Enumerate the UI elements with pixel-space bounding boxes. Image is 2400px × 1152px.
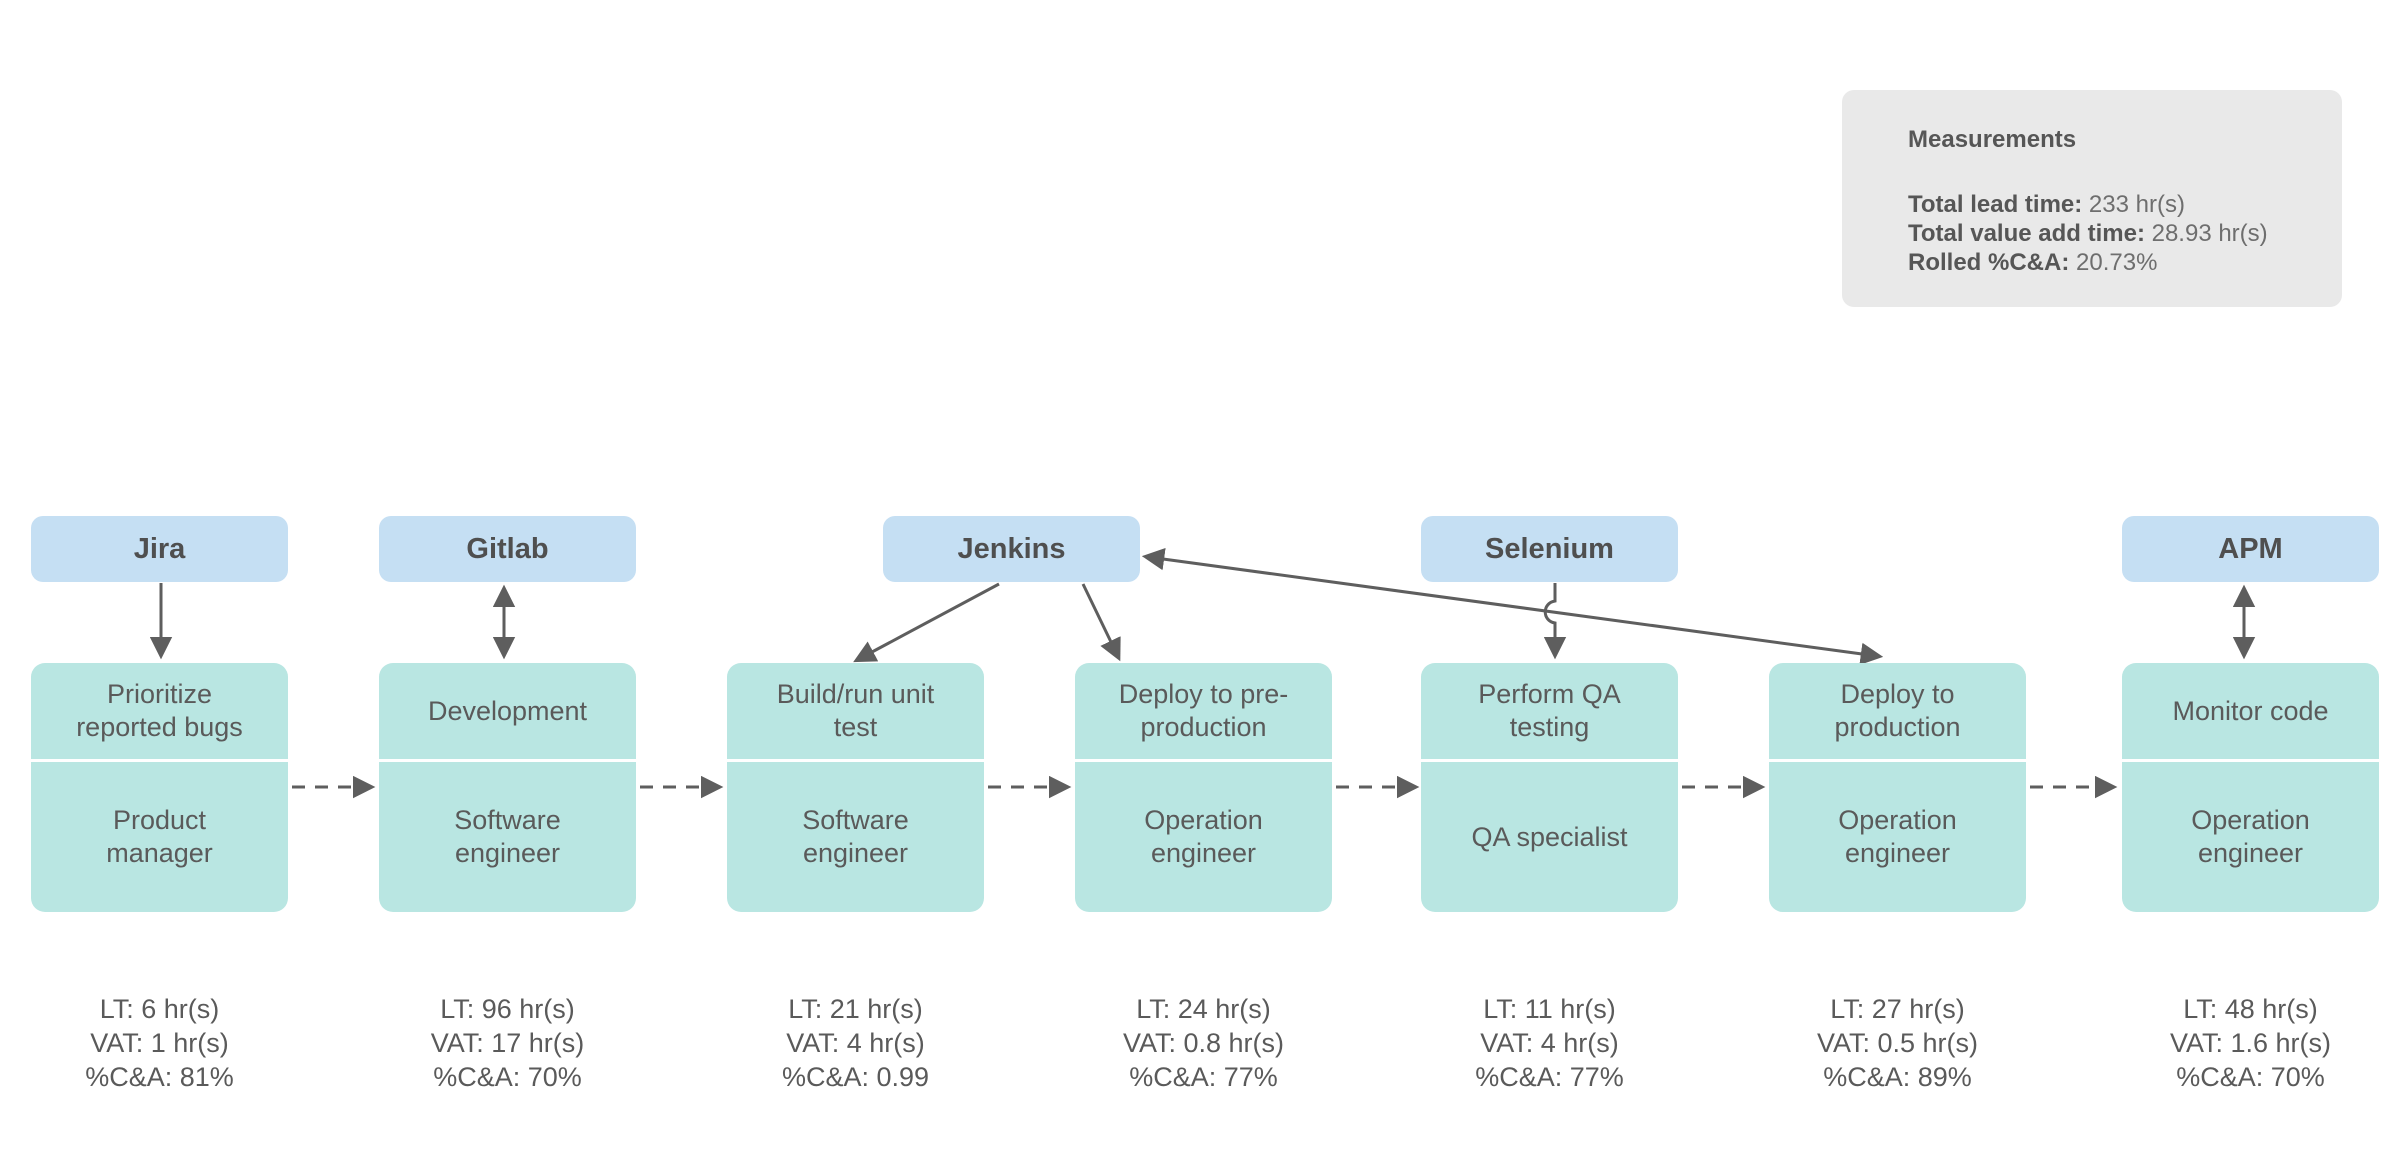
measurement-label: Total value add time: [1908,220,2145,247]
metric-ca: %C&A: 70% [433,1062,582,1092]
measurement-total-value-add-time: Total value add time: 28.93 hr(s) [1908,219,2312,248]
step-role: QA specialist [1471,821,1628,852]
metric-ca: %C&A: 89% [1823,1062,1972,1092]
metric-lt: LT: 27 hr(s) [1830,994,1965,1024]
metrics-monitor: LT: 48 hr(s) VAT: 1.6 hr(s) %C&A: 70% [2122,992,2379,1094]
tool-box-gitlab[interactable]: Gitlab [379,516,636,582]
metric-ca: %C&A: 0.99 [781,1062,930,1092]
metric-ca: %C&A: 77% [1475,1062,1624,1092]
step-label: Deploy to production [1769,663,2026,762]
metric-ca: %C&A: 77% [1129,1062,1278,1092]
measurement-value: 28.93 hr(s) [2151,220,2268,247]
metric-vat: VAT: 1.6 hr(s) [2169,1028,2332,1058]
metric-vat: VAT: 4 hr(s) [1480,1028,1619,1058]
step-role: Software engineer [454,805,561,868]
metric-lt: LT: 21 hr(s) [788,994,923,1024]
metrics-prioritize: LT: 6 hr(s) VAT: 1 hr(s) %C&A: 81% [31,992,288,1094]
step-box-build-run-unit-test[interactable]: Build/run unit test Software engineer [727,663,984,912]
metric-vat: VAT: 17 hr(s) [430,1028,585,1058]
step-role: Operation engineer [2191,805,2310,868]
step-role: Software engineer [802,805,909,868]
measurement-label: Rolled %C&A: [1908,249,2070,276]
step-box-perform-qa-testing[interactable]: Perform QA testing QA specialist [1421,663,1678,912]
metric-ca: %C&A: 81% [85,1062,234,1092]
metric-lt: LT: 11 hr(s) [1483,994,1616,1024]
step-label: Prioritize reported bugs [31,663,288,762]
metric-vat: VAT: 0.8 hr(s) [1122,1028,1285,1058]
step-box-development[interactable]: Development Software engineer [379,663,636,912]
tool-box-jenkins[interactable]: Jenkins [883,516,1140,582]
step-box-deploy-to-pre-production[interactable]: Deploy to pre-production Operation engin… [1075,663,1332,912]
metrics-qa: LT: 11 hr(s) VAT: 4 hr(s) %C&A: 77% [1421,992,1678,1094]
metric-vat: VAT: 0.5 hr(s) [1816,1028,1979,1058]
tool-box-jira[interactable]: Jira [31,516,288,582]
edge-jenkins-build[interactable] [853,582,1000,663]
measurements-panel[interactable]: Measurements Total lead time: 233 hr(s) … [1842,90,2342,307]
step-label: Perform QA testing [1421,663,1678,762]
edge-jenkins-production[interactable] [1141,548,1884,665]
metrics-production: LT: 27 hr(s) VAT: 0.5 hr(s) %C&A: 89% [1769,992,2026,1094]
step-label: Development [379,663,636,762]
step-role: Operation engineer [1144,805,1263,868]
step-label: Deploy to pre-production [1075,663,1332,762]
metric-vat: VAT: 1 hr(s) [90,1028,229,1058]
metric-vat: VAT: 4 hr(s) [786,1028,925,1058]
metric-lt: LT: 6 hr(s) [99,994,220,1024]
tool-box-apm[interactable]: APM [2122,516,2379,582]
metric-lt: LT: 96 hr(s) [440,994,575,1024]
edge-jenkins-preprod[interactable] [1081,583,1121,662]
measurement-total-lead-time: Total lead time: 233 hr(s) [1908,190,2312,219]
step-role: Product manager [106,805,213,868]
metric-lt: LT: 48 hr(s) [2183,994,2318,1024]
step-box-monitor-code[interactable]: Monitor code Operation engineer [2122,663,2379,912]
measurement-value: 20.73% [2076,249,2158,276]
metrics-build: LT: 21 hr(s) VAT: 4 hr(s) %C&A: 0.99 [727,992,984,1094]
metrics-development: LT: 96 hr(s) VAT: 17 hr(s) %C&A: 70% [379,992,636,1094]
measurements-title: Measurements [1908,126,2077,153]
step-label: Monitor code [2122,663,2379,762]
measurement-value: 233 hr(s) [2088,191,2185,218]
measurement-label: Total lead time: [1908,191,2083,218]
step-label: Build/run unit test [727,663,984,762]
step-role: Operation engineer [1838,805,1957,868]
metric-lt: LT: 24 hr(s) [1136,994,1271,1024]
tool-box-selenium[interactable]: Selenium [1421,516,1678,582]
measurement-rolled-ca: Rolled %C&A: 20.73% [1908,248,2312,277]
metrics-preprod: LT: 24 hr(s) VAT: 0.8 hr(s) %C&A: 77% [1075,992,1332,1094]
step-box-deploy-to-production[interactable]: Deploy to production Operation engineer [1769,663,2026,912]
step-box-prioritize-reported-bugs[interactable]: Prioritize reported bugs Product manager [31,663,288,912]
metric-ca: %C&A: 70% [2176,1062,2325,1092]
